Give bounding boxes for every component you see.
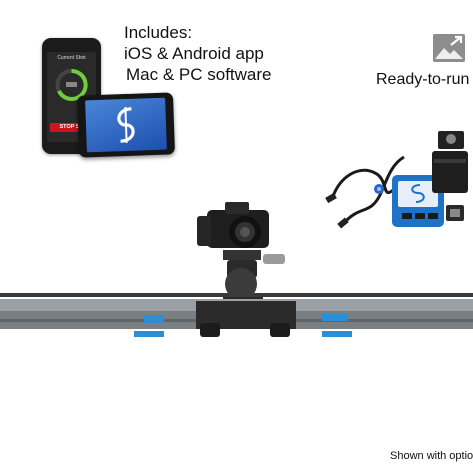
includes-line-app: iOS & Android app [124,44,264,63]
progress-ring-icon [55,68,88,101]
tablet-screen [85,97,167,153]
expand-image-icon[interactable] [432,33,466,63]
tablet-device [76,92,176,158]
phone-screen-title: Current Shot [57,55,86,61]
includes-line-software: Mac & PC software [126,65,272,84]
controller-kit-image [325,131,468,229]
slider-rail-image [0,293,473,337]
includes-block: Includes: iOS & Android app Mac & PC sof… [124,22,272,85]
includes-heading: Includes: [124,23,193,42]
footer-caption: Shown with optio [390,450,473,462]
stop-shot-button: STOP SH [50,123,93,132]
ready-to-run-label: Ready-to-run [376,71,470,88]
infinity-logo-icon [117,106,135,144]
